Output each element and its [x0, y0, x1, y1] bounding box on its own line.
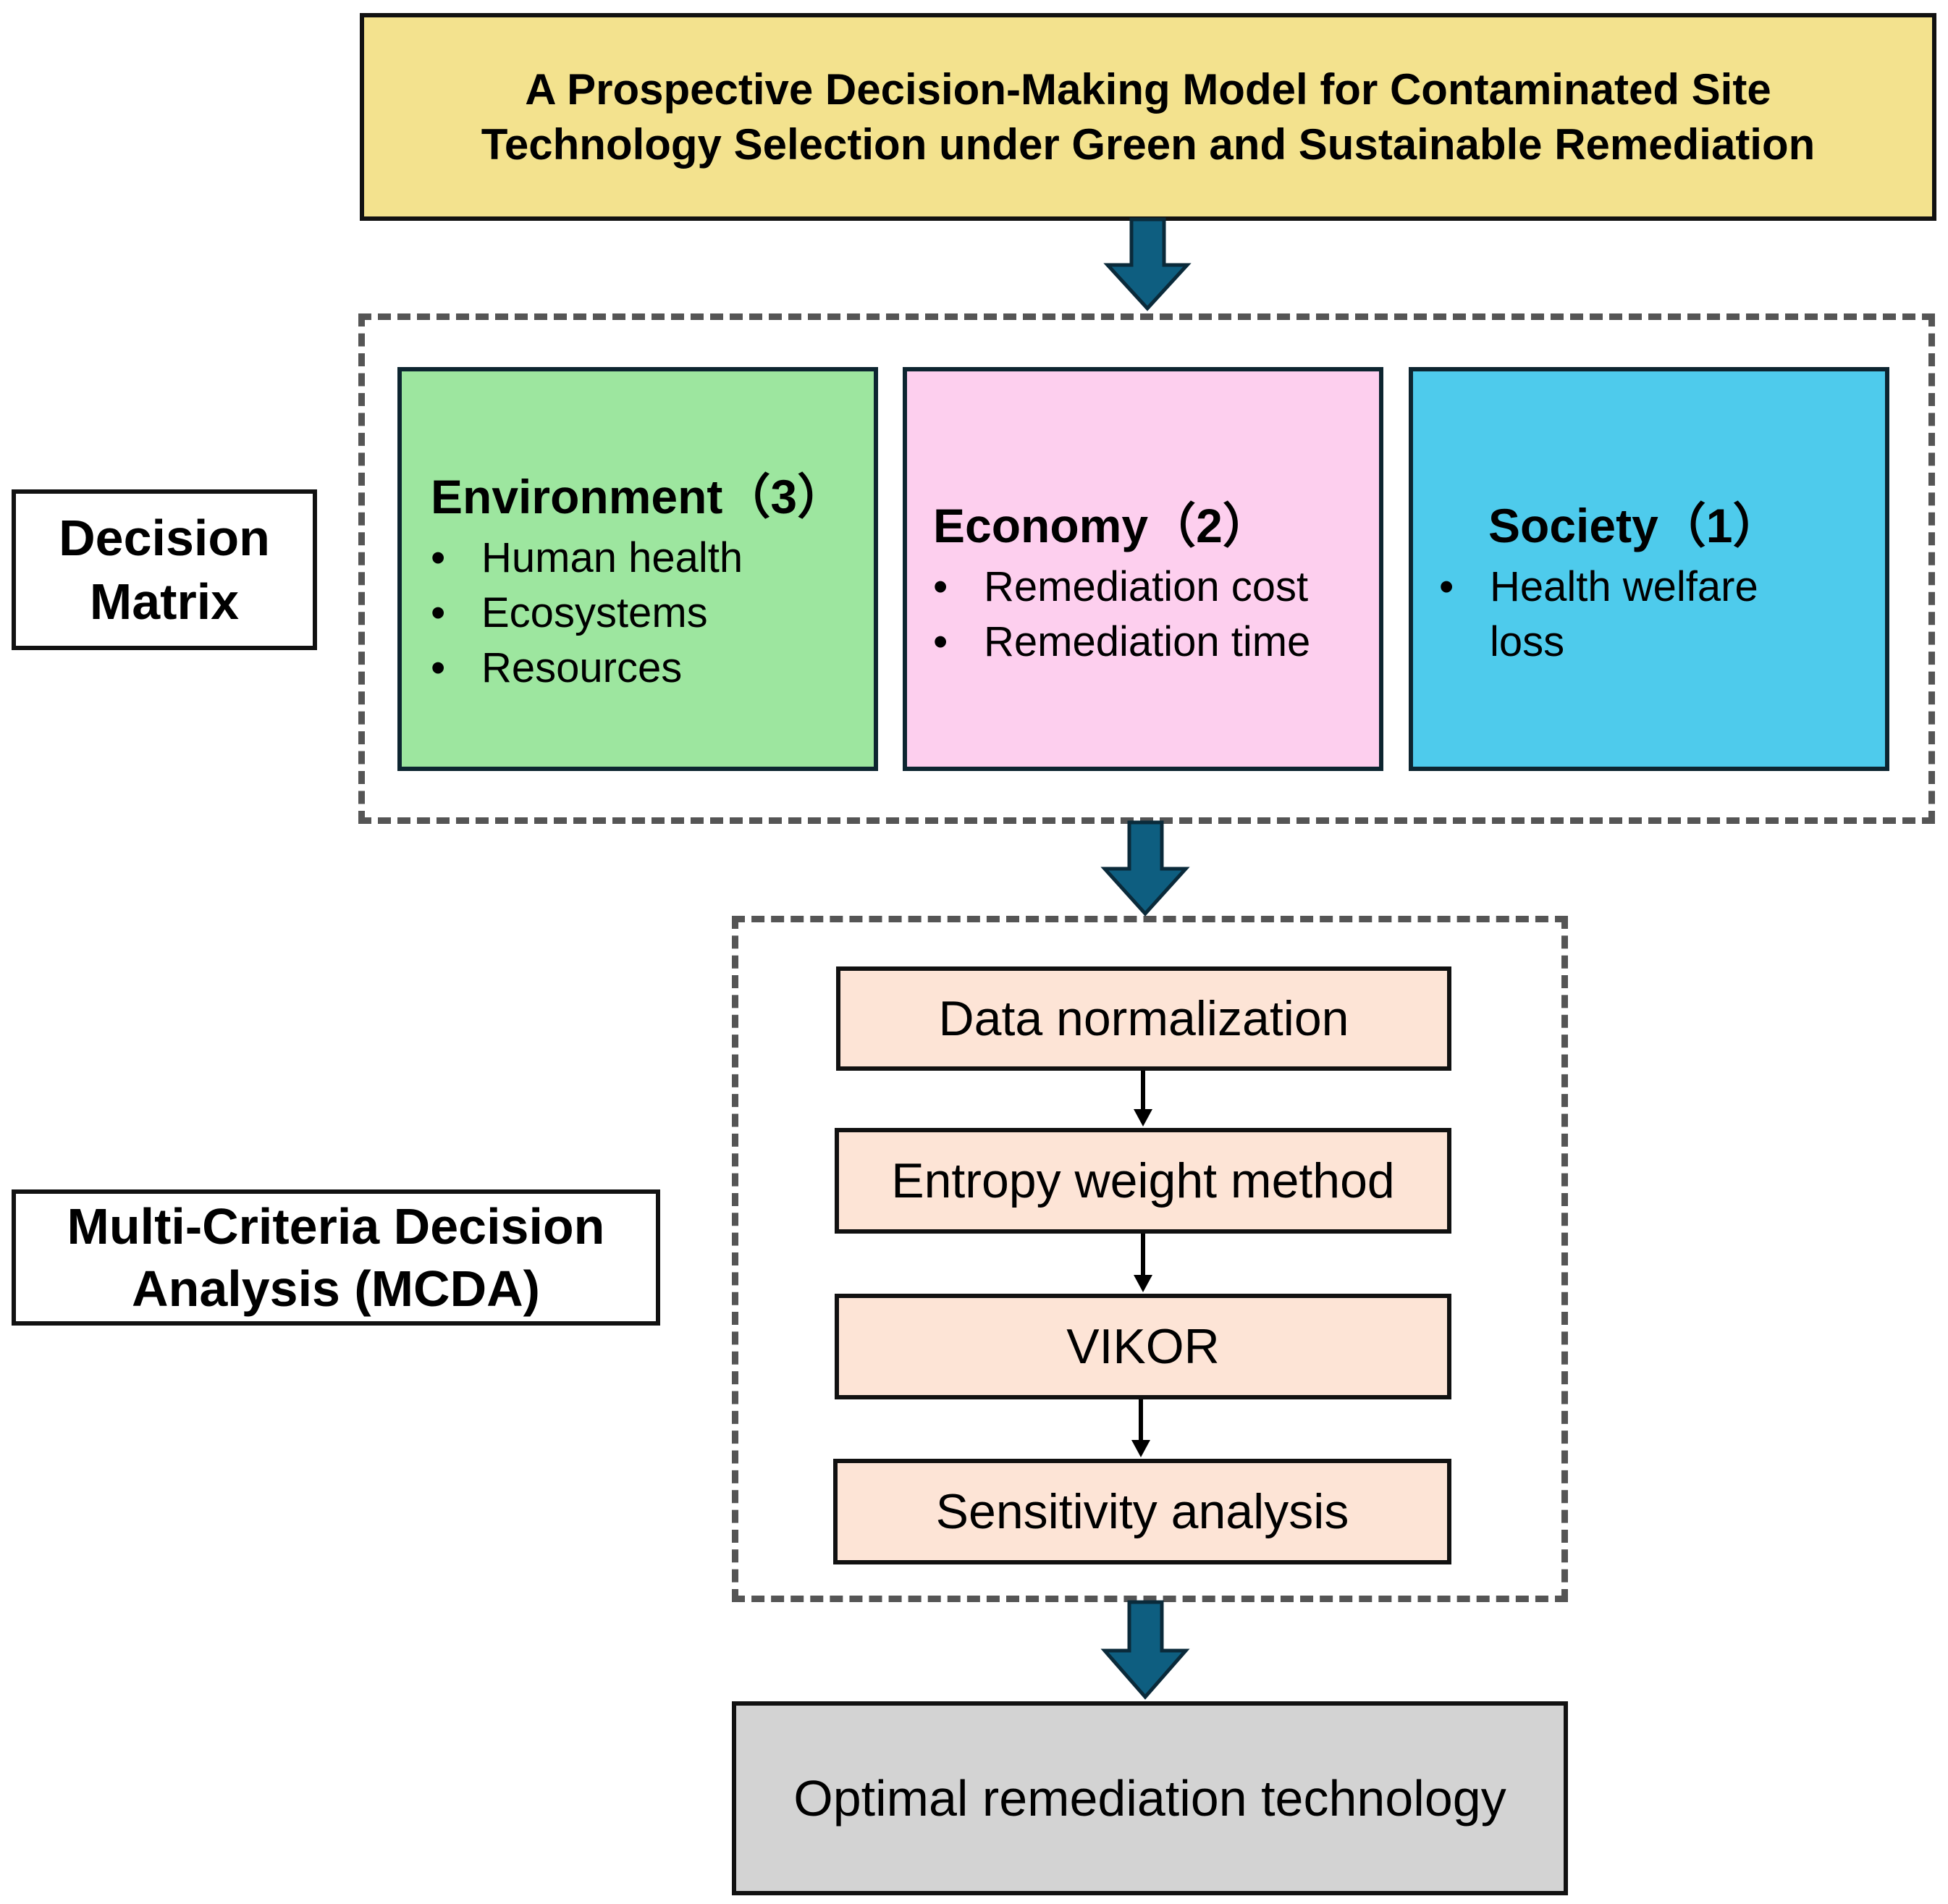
step-sensitivity-analysis: Sensitivity analysis — [833, 1459, 1451, 1564]
result-box: Optimal remediation technology — [732, 1701, 1568, 1895]
mcda-label-line-2: Analysis (MCDA) — [132, 1260, 540, 1317]
criteria-society-count: （1） — [1658, 499, 1781, 552]
criteria-environment-count: （3） — [722, 470, 846, 523]
title-line-2: Technology Selection under Green and Sus… — [481, 119, 1816, 169]
criteria-society-title: Society（1） — [1439, 487, 1873, 557]
mcda-label-line-1: Multi-Criteria Decision — [67, 1198, 605, 1255]
connector-arrow-icon — [1134, 1071, 1152, 1126]
list-item: Resources — [431, 641, 845, 696]
list-item: Remediation time — [933, 615, 1310, 670]
criteria-society-box: Society（1） Health welfare loss — [1409, 367, 1889, 771]
list-item: Remediation cost — [933, 560, 1310, 615]
criteria-society-name: Society — [1488, 499, 1658, 552]
criteria-environment-name: Environment — [431, 470, 723, 523]
block-arrow-down-icon — [1100, 1600, 1190, 1700]
connector-arrow-icon — [1134, 1234, 1152, 1292]
criteria-economy-box: Economy（2） Remediation cost Remediation … — [903, 367, 1383, 771]
list-item: Human health — [431, 531, 845, 586]
criteria-economy-name: Economy — [933, 499, 1149, 552]
step-data-normalization: Data normalization — [836, 966, 1451, 1071]
criteria-economy-title: Economy（2） — [933, 487, 1310, 557]
criteria-economy-count: （2） — [1148, 499, 1270, 552]
list-item: Health welfare loss — [1439, 560, 1816, 670]
criteria-economy-list: Remediation cost Remediation time — [933, 560, 1310, 670]
mcda-label: Multi-Criteria Decision Analysis (MCDA) — [12, 1189, 660, 1326]
decision-matrix-label: Decision Matrix — [12, 489, 317, 650]
block-arrow-down-icon — [1103, 217, 1192, 311]
criteria-environment-box: Environment（3） Human health Ecosystems R… — [397, 367, 878, 771]
block-arrow-down-icon — [1100, 820, 1190, 917]
title-line-1: A Prospective Decision-Making Model for … — [525, 64, 1771, 114]
step-vikor: VIKOR — [835, 1294, 1451, 1399]
criteria-environment-title: Environment（3） — [431, 458, 845, 528]
decision-matrix-label-line-1: Decision — [59, 510, 270, 566]
connector-arrow-icon — [1131, 1399, 1150, 1457]
mcda-container — [732, 916, 1568, 1602]
step-entropy-weight-method: Entropy weight method — [835, 1128, 1451, 1234]
list-item: Ecosystems — [431, 586, 845, 641]
decision-matrix-label-line-2: Matrix — [89, 573, 240, 630]
criteria-society-list: Health welfare loss — [1439, 560, 1816, 670]
title-box: A Prospective Decision-Making Model for … — [360, 13, 1936, 221]
criteria-environment-list: Human health Ecosystems Resources — [431, 531, 845, 696]
